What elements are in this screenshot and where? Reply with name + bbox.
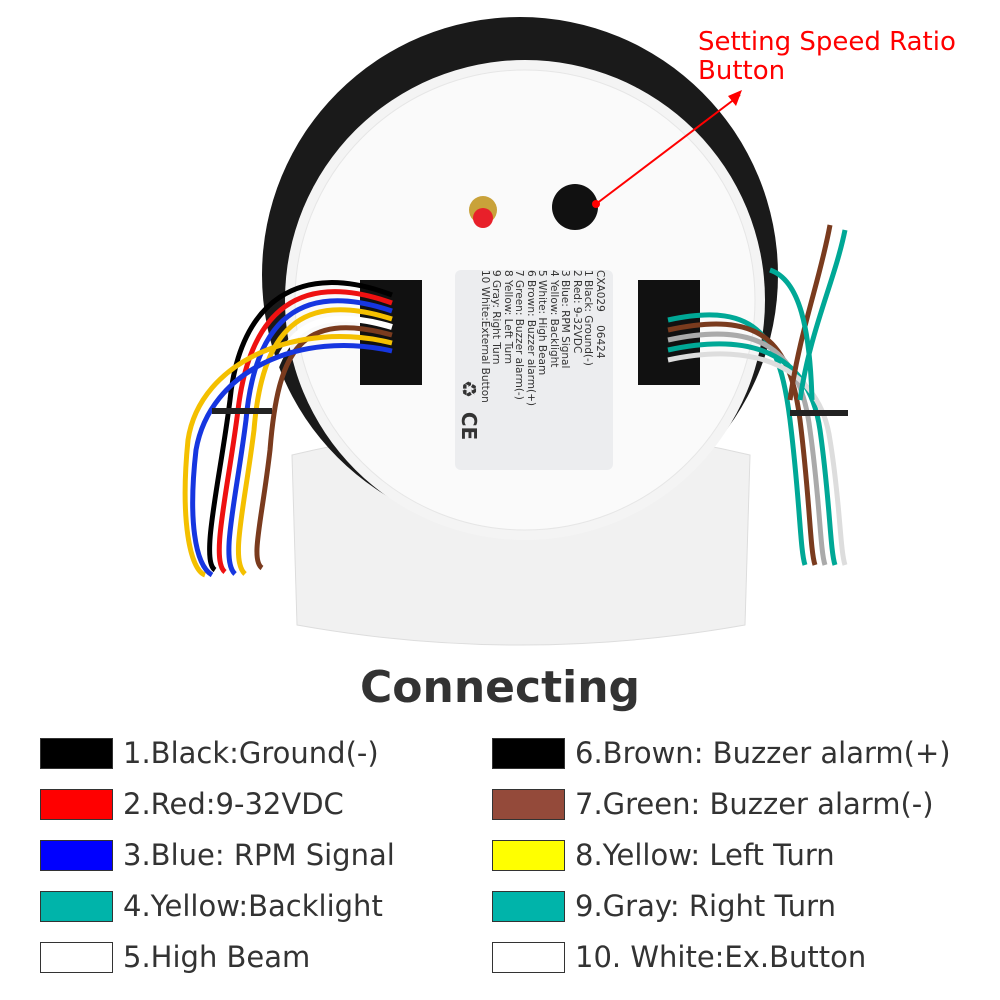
label-line: 5 White: High Beam xyxy=(536,270,549,376)
model-number: CXA029 xyxy=(594,270,606,312)
color-swatch xyxy=(492,737,565,769)
label-line: 1 Black: Ground(-) xyxy=(582,270,595,366)
legend-item: 7.Green: Buzzer alarm(-) xyxy=(492,784,934,824)
device-label: CXA029 06424 1 Black: Ground(-) 2 Red: 9… xyxy=(455,270,613,470)
legend-item: 2.Red:9-32VDC xyxy=(40,784,344,824)
color-swatch xyxy=(40,839,113,871)
label-line: 3 Blue: RPM Signal xyxy=(559,270,572,369)
label-header: CXA029 06424 xyxy=(594,270,606,470)
legend-label: 2.Red:9-32VDC xyxy=(123,787,344,821)
speed-ratio-callout: Setting Speed Ratio Button xyxy=(698,28,956,86)
speed-ratio-button[interactable] xyxy=(552,184,598,230)
color-swatch xyxy=(40,941,113,973)
legend-label: 7.Green: Buzzer alarm(-) xyxy=(575,787,934,821)
led-icon xyxy=(473,208,493,228)
legend-label: 5.High Beam xyxy=(123,940,311,974)
legend-label: 3.Blue: RPM Signal xyxy=(123,838,395,872)
color-swatch xyxy=(40,890,113,922)
product-code: 06424 xyxy=(594,325,606,359)
label-line: 8 Yellow: Left Turn xyxy=(502,270,514,364)
color-swatch xyxy=(492,890,565,922)
legend-label: 4.Yellow:Backlight xyxy=(123,889,383,923)
left-wires xyxy=(182,280,393,578)
callout-arrow xyxy=(595,94,741,205)
color-swatch xyxy=(492,788,565,820)
color-swatch xyxy=(492,839,565,871)
label-line: 9 Gray: Right Turn xyxy=(490,270,503,365)
cable-tie-right xyxy=(790,410,848,416)
label-line: 7 Green: Buzzer alarm(-) xyxy=(513,270,526,400)
legend-label: 1.Black:Ground(-) xyxy=(123,736,379,770)
label-line: 4 Yellow: Backlight xyxy=(548,270,560,368)
legend-label: 10. White:Ex.Button xyxy=(575,940,867,974)
legend-item: 10. White:Ex.Button xyxy=(492,937,866,977)
callout-line-1: Setting Speed Ratio xyxy=(698,27,956,57)
legend-label: 9.Gray: Right Turn xyxy=(575,889,836,923)
ce-mark: CE xyxy=(457,411,482,441)
recycle-icon: ♻ xyxy=(457,380,482,398)
right-connector xyxy=(638,280,700,385)
cable-tie-left xyxy=(212,408,272,414)
legend-item: 9.Gray: Right Turn xyxy=(492,886,836,926)
legend-item: 8.Yellow: Left Turn xyxy=(492,835,835,875)
legend-label: 8.Yellow: Left Turn xyxy=(575,838,835,872)
right-wires xyxy=(667,224,848,566)
color-swatch xyxy=(40,788,113,820)
color-swatch xyxy=(492,941,565,973)
legend-label: 6.Brown: Buzzer alarm(+) xyxy=(575,736,951,770)
label-line: 6 Brown: Buzzer alarm(+) xyxy=(525,270,537,406)
label-line: 2 Red: 9-32VDC xyxy=(571,270,583,354)
legend-item: 5.High Beam xyxy=(40,937,310,977)
callout-line-2: Button xyxy=(698,56,786,86)
connecting-title: Connecting xyxy=(359,662,641,713)
legend-item: 4.Yellow:Backlight xyxy=(40,886,383,926)
legend-item: 6.Brown: Buzzer alarm(+) xyxy=(492,733,951,773)
legend-item: 3.Blue: RPM Signal xyxy=(40,835,395,875)
legend-item: 1.Black:Ground(-) xyxy=(40,733,379,773)
color-swatch xyxy=(40,737,113,769)
